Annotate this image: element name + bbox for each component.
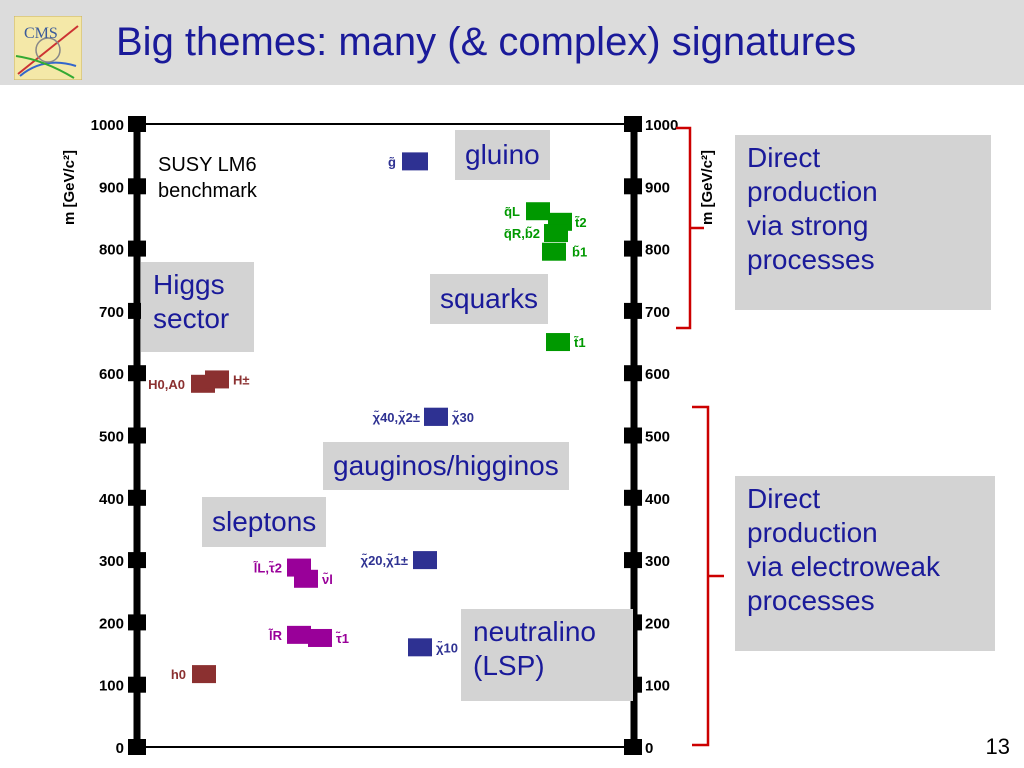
mass-level-higgs <box>205 370 229 389</box>
right-tick-label: 200 <box>645 615 670 632</box>
mass-level-label: ν̃l <box>322 572 333 587</box>
page-number: 13 <box>985 734 1010 759</box>
mass-level-squark <box>544 224 568 243</box>
mass-level-squark <box>526 202 550 221</box>
mass-level-gaugino <box>408 638 432 657</box>
mass-level-squark <box>546 333 570 352</box>
mass-level-gaugino <box>413 551 437 570</box>
right-tick-label: 100 <box>645 678 670 695</box>
left-tick-label: 0 <box>116 740 124 757</box>
mass-level-slepton <box>308 628 332 647</box>
mass-level-label: l̃R <box>268 628 282 643</box>
mass-level-label: H± <box>233 372 250 387</box>
mass-level-label: t̃1 <box>574 335 586 350</box>
right-tick-label: 1000 <box>645 117 678 134</box>
electroweak-production-box: Direct production via electroweak proces… <box>735 476 995 651</box>
right-tick <box>624 427 642 444</box>
strong-production-box: Direct production via strong processes <box>735 135 991 310</box>
left-tick-label: 200 <box>99 615 124 632</box>
mass-level-label: b̃1 <box>572 245 587 260</box>
squarks-box: squarks <box>430 274 549 324</box>
left-tick <box>128 365 146 382</box>
left-tick-label: 100 <box>99 678 124 695</box>
left-tick <box>128 240 146 257</box>
right-axis-label: m [GeV/c²] <box>699 150 716 225</box>
logo-text: CMS <box>24 25 58 42</box>
left-tick <box>128 489 146 506</box>
right-tick <box>624 739 642 755</box>
left-tick <box>128 116 146 132</box>
right-tick-label: 700 <box>645 304 670 321</box>
mass-level-label: H0,A0 <box>148 377 185 392</box>
mass-level-label: t̃2 <box>575 215 587 230</box>
left-tick <box>128 552 146 569</box>
mass-level-slepton <box>294 569 318 588</box>
squarks-box-text: squarks <box>440 283 539 314</box>
left-tick-label: 700 <box>99 304 124 321</box>
left-tick-label: 1000 <box>91 117 124 134</box>
sleptons-box-text: sleptons <box>212 506 317 537</box>
strong-bracket <box>676 126 692 330</box>
cms-logo: CMS <box>14 16 82 80</box>
higgs-box: Higgs sector <box>141 262 254 352</box>
mass-level-higgs <box>192 665 216 684</box>
left-tick-label: 800 <box>99 242 124 259</box>
electroweak-bracket <box>692 405 710 747</box>
right-tick <box>624 365 642 382</box>
right-tick-label: 800 <box>645 242 670 259</box>
right-tick <box>624 302 642 319</box>
right-tick-label: 0 <box>645 740 653 757</box>
left-tick <box>128 739 146 755</box>
left-tick <box>128 614 146 631</box>
mass-level-label: τ̃1 <box>336 631 349 646</box>
left-tick-label: 900 <box>99 179 124 196</box>
left-tick-label: 300 <box>99 553 124 570</box>
neutralino-box: neutralino (LSP) <box>461 609 633 701</box>
right-tick <box>624 552 642 569</box>
mass-level-label: q̃R,b̃2 <box>504 226 540 241</box>
left-axis-label: m [GeV/c²] <box>61 150 78 225</box>
mass-level-label: χ̃30 <box>452 410 474 425</box>
gluino-box: gluino <box>455 130 550 180</box>
left-tick <box>128 427 146 444</box>
right-tick <box>624 178 642 195</box>
gauginos-box-text: gauginos/higginos <box>333 450 559 481</box>
right-tick <box>624 116 642 132</box>
mass-level-slepton <box>287 625 311 644</box>
mass-spectrum-chart: 0 0 100 100 200 200 300 300 400 400 500 500 600 600 70… <box>61 116 724 757</box>
mass-level-label: χ̃20,χ̃1± <box>361 553 408 568</box>
right-tick <box>624 240 642 257</box>
mass-level-label: l̃L,τ̃2 <box>253 561 282 576</box>
mass-level-label: g̃ <box>388 154 396 169</box>
sleptons-box: sleptons <box>202 497 327 547</box>
mass-level-label: χ̃40,χ̃2± <box>373 410 420 425</box>
right-tick-label: 300 <box>645 553 670 570</box>
right-tick <box>624 489 642 506</box>
right-tick-label: 900 <box>645 179 670 196</box>
benchmark-label: SUSY LM6 benchmark <box>158 154 257 202</box>
mass-level-gluino <box>402 152 428 171</box>
mass-level-squark <box>542 242 566 261</box>
gauginos-box: gauginos/higginos <box>323 442 569 490</box>
left-tick <box>128 178 146 195</box>
right-tick-label: 600 <box>645 366 670 383</box>
mass-level-label: h0 <box>171 667 186 682</box>
mass-level-gaugino <box>424 407 448 426</box>
left-tick-label: 400 <box>99 491 124 508</box>
mass-level-label: χ̃10 <box>436 640 458 655</box>
right-tick-label: 400 <box>645 491 670 508</box>
slide-title: Big themes: many (& complex) signatures <box>116 20 857 64</box>
left-tick-label: 500 <box>99 429 124 446</box>
left-tick-label: 600 <box>99 366 124 383</box>
gluino-box-text: gluino <box>465 139 540 170</box>
left-tick <box>128 676 146 693</box>
slide-header <box>0 0 1024 85</box>
mass-level-label: q̃L <box>504 204 520 219</box>
right-tick-label: 500 <box>645 429 670 446</box>
